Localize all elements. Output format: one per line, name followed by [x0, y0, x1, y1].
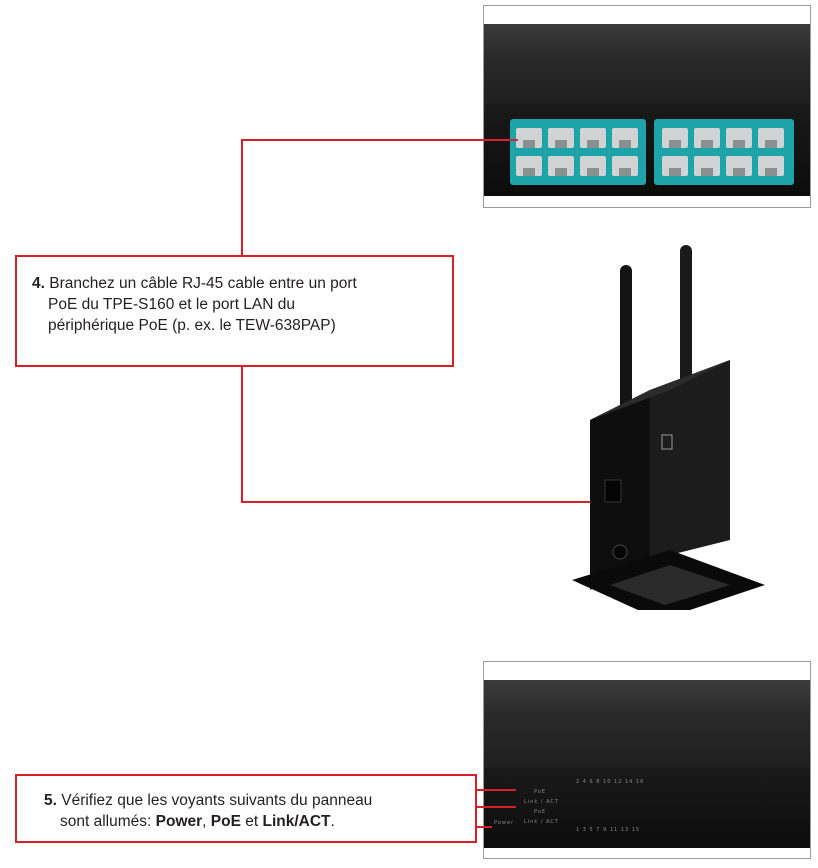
step-5-number: 5. — [44, 792, 57, 809]
rj45-port — [758, 156, 784, 176]
rj45-port — [758, 128, 784, 148]
rj45-port — [580, 156, 606, 176]
link-act-keyword: Link/ACT — [262, 813, 331, 830]
step-5-text: Vérifiez que les voyants suivants du pan… — [56, 792, 373, 809]
port-group-9-16 — [654, 119, 794, 185]
step-5-text-prefix: sont allumés: — [60, 813, 156, 830]
switch-front-panel — [484, 768, 810, 848]
poe-keyword: PoE — [210, 813, 241, 830]
separator: et — [240, 813, 263, 830]
rj45-port — [548, 128, 574, 148]
connector-line — [241, 366, 243, 503]
rj45-port — [612, 156, 638, 176]
step-4-line-1: 4. Branchez un câble RJ-45 cable entre u… — [32, 273, 452, 294]
step-5-line-1: 5. Vérifiez que les voyants suivants du … — [44, 790, 475, 811]
rj45-port — [694, 156, 720, 176]
led-numbers-odd: 1 3 5 7 9 11 13 15 — [576, 827, 641, 833]
connector-line — [241, 501, 603, 503]
rj45-port — [694, 128, 720, 148]
rj45-port — [726, 128, 752, 148]
rj45-port — [662, 128, 688, 148]
connector-line — [241, 139, 518, 141]
step-4-callout: 4. Branchez un câble RJ-45 cable entre u… — [15, 255, 454, 367]
suffix: . — [330, 813, 335, 830]
lan-port — [604, 479, 622, 503]
led-numbers-even: 2 4 6 8 10 12 14 16 — [576, 779, 645, 785]
access-point-image — [572, 245, 765, 610]
brand-logo — [661, 434, 673, 450]
switch-ports-photo — [483, 5, 811, 208]
step-4-text: Branchez un câble RJ-45 cable entre un p… — [44, 275, 357, 292]
ap-body-front — [650, 360, 730, 560]
rj45-port — [662, 156, 688, 176]
step-5-line-2: sont allumés: Power, PoE et Link/ACT. — [44, 811, 475, 832]
rj45-port — [580, 128, 606, 148]
step-5-callout: 5. Vérifiez que les voyants suivants du … — [15, 774, 477, 843]
power-keyword: Power — [155, 813, 203, 830]
rj45-port — [726, 156, 752, 176]
power-led-label: Power — [494, 820, 515, 826]
led-label-link-2: Link / ACT — [524, 819, 559, 825]
rj45-port — [612, 128, 638, 148]
step-4-number: 4. — [32, 275, 45, 292]
switch-top-surface — [484, 24, 810, 104]
ap-stand-inner — [610, 565, 730, 605]
switch-leds-photo: 2 4 6 8 10 12 14 16 PoE Link / ACT PoE L… — [483, 661, 811, 859]
step-4-line-3: périphérique PoE (p. ex. le TEW-638PAP) — [48, 317, 336, 334]
connector-line — [241, 139, 243, 256]
rj45-port — [548, 156, 574, 176]
led-label-poe-2: PoE — [534, 809, 547, 815]
ap-body-top — [590, 360, 730, 420]
rj45-port — [516, 156, 542, 176]
connector-line — [476, 789, 516, 791]
switch-top-surface — [484, 680, 810, 768]
power-jack — [612, 544, 628, 560]
connector-line — [476, 806, 516, 808]
step-4-line-2: PoE du TPE-S160 et le port LAN du — [48, 296, 296, 313]
port-group-1-8 — [510, 119, 646, 185]
connector-line — [476, 826, 492, 828]
rj45-port — [516, 128, 542, 148]
led-label-poe: PoE — [534, 789, 547, 795]
led-label-link: Link / ACT — [524, 799, 559, 805]
separator: , — [202, 813, 211, 830]
